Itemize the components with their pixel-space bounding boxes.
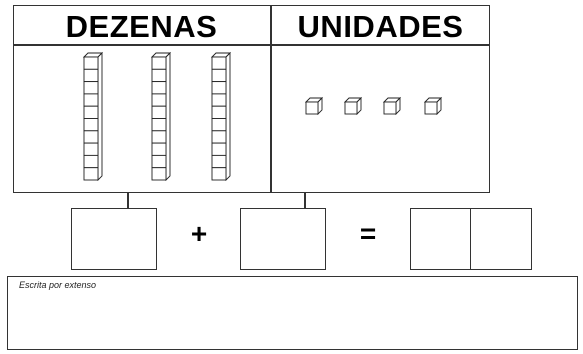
units-answer-box[interactable] <box>240 208 326 270</box>
unit-cube <box>304 96 324 116</box>
tens-connector <box>127 193 129 209</box>
header-divider <box>13 44 490 46</box>
unit-cube <box>382 96 402 116</box>
column-divider <box>270 5 272 193</box>
tens-header: DEZENAS <box>65 9 218 44</box>
unit-cube <box>343 96 363 116</box>
place-value-table <box>13 5 490 193</box>
tens-answer-box[interactable] <box>71 208 157 270</box>
ten-rod <box>82 51 104 182</box>
ten-rod <box>210 51 232 182</box>
units-connector <box>304 193 306 209</box>
written-form-box[interactable] <box>7 276 578 350</box>
equals-sign: = <box>359 218 377 249</box>
units-header: UNIDADES <box>297 9 464 44</box>
unit-cube <box>423 96 443 116</box>
result-tens-box[interactable] <box>410 208 472 270</box>
written-form-label: Escrita por extenso <box>19 280 97 290</box>
result-units-box[interactable] <box>470 208 532 270</box>
ten-rod <box>150 51 172 182</box>
plus-sign: + <box>190 218 208 249</box>
